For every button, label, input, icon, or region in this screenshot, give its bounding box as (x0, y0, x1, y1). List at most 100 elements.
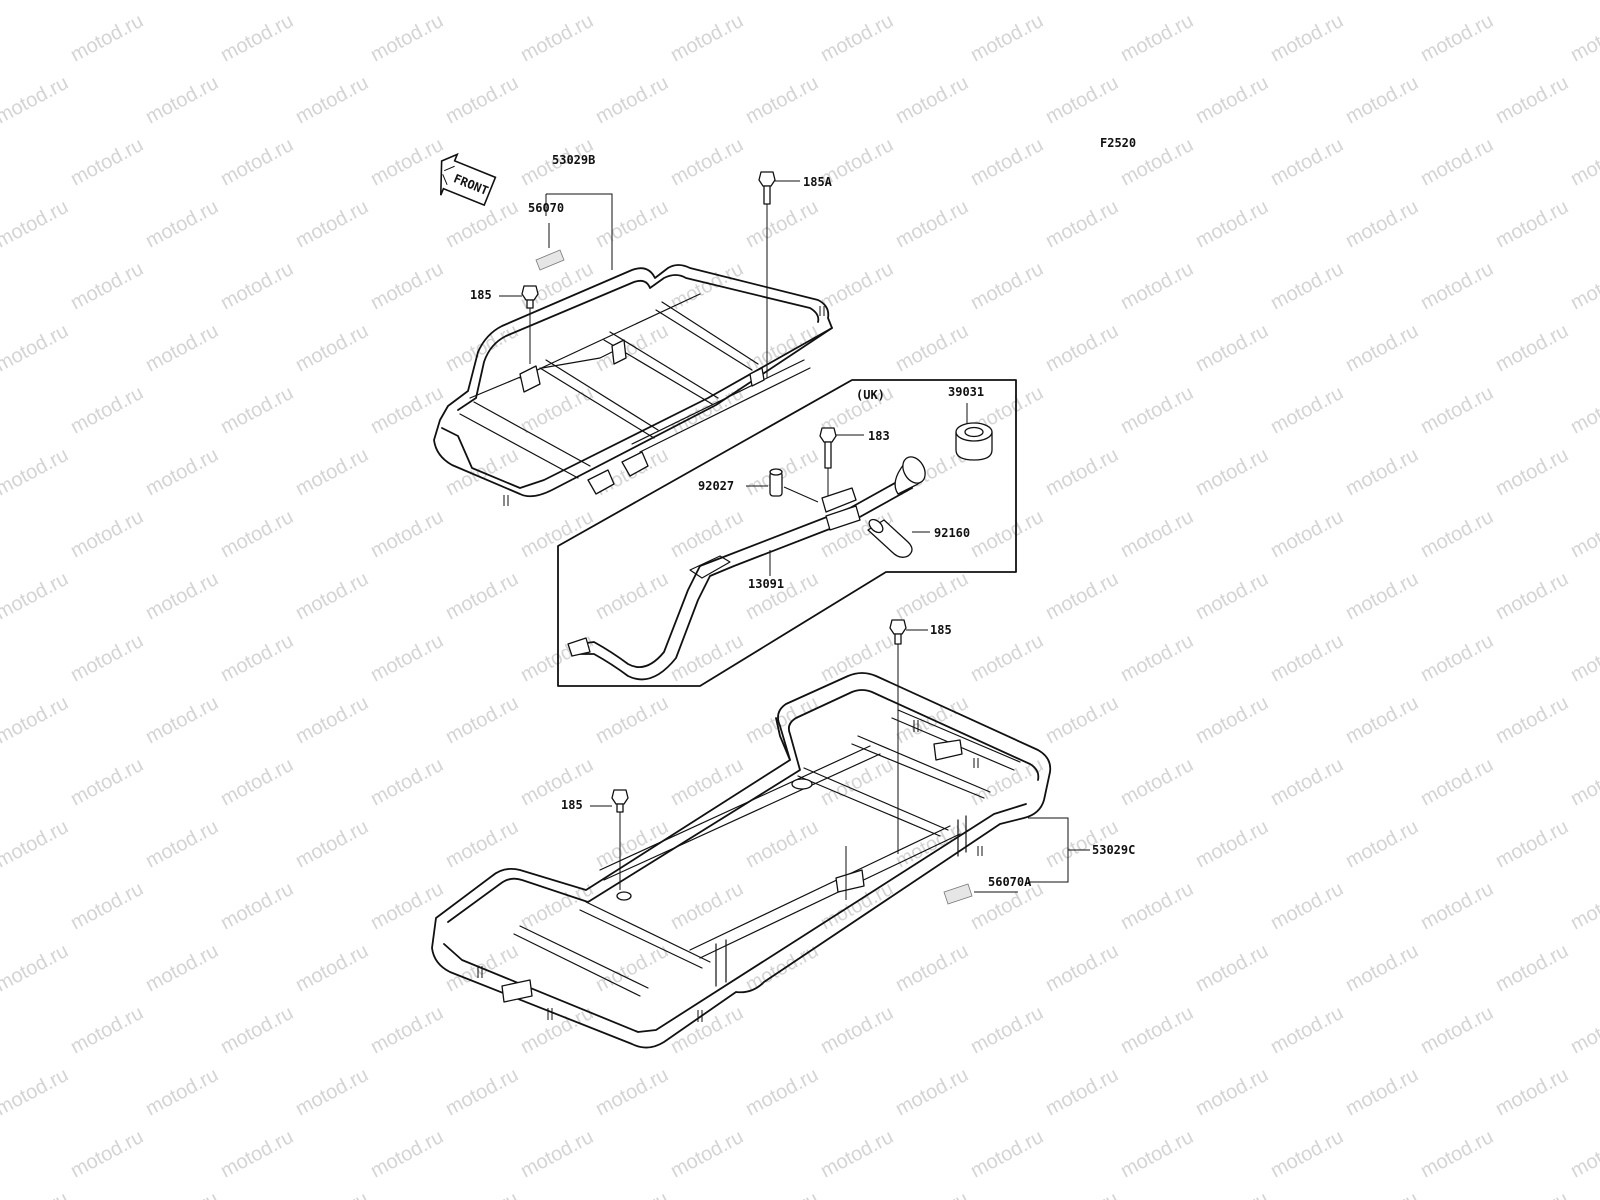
watermark-text: motod.ru (892, 0, 972, 4)
watermark-text: motod.ru (1567, 382, 1600, 438)
watermark-text: motod.ru (367, 1126, 447, 1182)
watermark-text: motod.ru (142, 940, 222, 996)
watermark-text: motod.ru (742, 816, 822, 872)
watermark-text: motod.ru (292, 1188, 372, 1200)
watermark-text: motod.ru (367, 754, 447, 810)
watermark-text: motod.ru (517, 754, 597, 810)
watermark-text: motod.ru (1567, 1126, 1600, 1182)
callout-92027: 92027 (698, 479, 734, 493)
watermark-text: motod.ru (67, 506, 147, 562)
watermark-text: motod.ru (1042, 568, 1122, 624)
watermark-text: motod.ru (67, 10, 147, 66)
front-arrow-icon: FRONT (439, 152, 497, 207)
watermark-text: motod.ru (142, 72, 222, 128)
watermark-text: motod.ru (592, 320, 672, 376)
watermark-text: motod.ru (367, 506, 447, 562)
watermark-text: motod.ru (217, 134, 297, 190)
watermark-text: motod.ru (217, 1002, 297, 1058)
watermark-text: motod.ru (817, 754, 897, 810)
watermark-text: motod.ru (142, 444, 222, 500)
watermark-text: motod.ru (592, 816, 672, 872)
watermark-text: motod.ru (1492, 0, 1572, 4)
watermark-text: motod.ru (1267, 630, 1347, 686)
watermark-text: motod.ru (0, 444, 72, 500)
watermark-text: motod.ru (817, 1002, 897, 1058)
watermark-text: motod.ru (1042, 1188, 1122, 1200)
watermark-text: motod.ru (1042, 0, 1122, 4)
watermark-text: motod.ru (442, 1064, 522, 1120)
callout-185-rear-top: 185 (930, 623, 952, 637)
watermark-text: motod.ru (967, 10, 1047, 66)
watermark-text: motod.ru (292, 816, 372, 872)
bolt-185-front (521, 285, 539, 364)
watermark-text: motod.ru (517, 10, 597, 66)
watermark-text: motod.ru (1417, 382, 1497, 438)
watermark-text: motod.ru (1117, 630, 1197, 686)
bolt-185-rear-left (590, 789, 629, 890)
watermark-text: motod.ru (1417, 878, 1497, 934)
watermark-text: motod.ru (817, 10, 897, 66)
callout-13091: 13091 (748, 577, 784, 591)
watermark-text: motod.ru (0, 0, 72, 4)
watermark-text: motod.ru (517, 382, 597, 438)
watermark-text: motod.ru (442, 1188, 522, 1200)
grip-92160 (867, 518, 930, 558)
watermark-text: motod.ru (1192, 196, 1272, 252)
watermark-text: motod.ru (1492, 692, 1572, 748)
callout-53029B: 53029B (552, 153, 595, 167)
watermark-text: motod.ru (292, 940, 372, 996)
watermark-text: motod.ru (1267, 878, 1347, 934)
watermark-text: motod.ru (67, 630, 147, 686)
watermark-text: motod.ru (592, 568, 672, 624)
watermark-text: motod.ru (1342, 0, 1422, 4)
watermark-text: motod.ru (1342, 320, 1422, 376)
diagram-code: F2520 (1100, 136, 1136, 150)
uk-note: (UK) (856, 388, 885, 402)
watermark-text: motod.ru (1117, 10, 1197, 66)
watermark-text: motod.ru (1117, 754, 1197, 810)
watermark-text: motod.ru (1267, 10, 1347, 66)
watermark-text: motod.ru (142, 816, 222, 872)
watermark-text: motod.ru (0, 1188, 72, 1200)
watermark-text: motod.ru (967, 1002, 1047, 1058)
watermark-text: motod.ru (142, 196, 222, 252)
watermark-text: motod.ru (1042, 196, 1122, 252)
callout-185-rear-left: 185 (561, 798, 583, 812)
watermark-text: motod.ru (1117, 878, 1197, 934)
watermark-text: motod.ru (367, 10, 447, 66)
watermark-text: motod.ru (892, 72, 972, 128)
watermark-text: motod.ru (1417, 1126, 1497, 1182)
watermark-text: motod.ru (1417, 506, 1497, 562)
watermark-text: motod.ru (1267, 382, 1347, 438)
watermark-text: motod.ru (217, 1126, 297, 1182)
watermark-text: motod.ru (1342, 816, 1422, 872)
watermark-text: motod.ru (1492, 1064, 1572, 1120)
watermark-text: motod.ru (967, 1126, 1047, 1182)
watermark-text: motod.ru (1492, 816, 1572, 872)
grommet-39031 (955, 403, 993, 461)
watermark-text: motod.ru (1342, 692, 1422, 748)
watermark-text: motod.ru (217, 506, 297, 562)
watermark-text: motod.ru (217, 878, 297, 934)
watermark-text: motod.ru (1267, 506, 1347, 562)
watermark-text: motod.ru (1042, 320, 1122, 376)
watermark-text: motod.ru (0, 1064, 72, 1120)
watermark-text: motod.ru (1567, 878, 1600, 934)
watermark-text: motod.ru (1342, 568, 1422, 624)
watermark-text: motod.ru (967, 630, 1047, 686)
watermark-text: motod.ru (367, 134, 447, 190)
watermark-text: motod.ru (1417, 754, 1497, 810)
watermark-text: motod.ru (517, 1126, 597, 1182)
front-carrier-frame (433, 264, 833, 506)
watermark-text: motod.ru (442, 816, 522, 872)
watermark-text: motod.ru (1192, 444, 1272, 500)
watermark-text: motod.ru (1042, 940, 1122, 996)
rear-carrier-frame (431, 672, 1052, 1049)
watermark-text: motod.ru (592, 72, 672, 128)
watermark-text: motod.ru (0, 72, 72, 128)
callout-53029C: 53029C (1092, 843, 1135, 857)
watermark-text: motod.ru (517, 506, 597, 562)
watermark-text: motod.ru (142, 320, 222, 376)
watermark-text: motod.ru (1042, 72, 1122, 128)
watermark-text: motod.ru (892, 568, 972, 624)
